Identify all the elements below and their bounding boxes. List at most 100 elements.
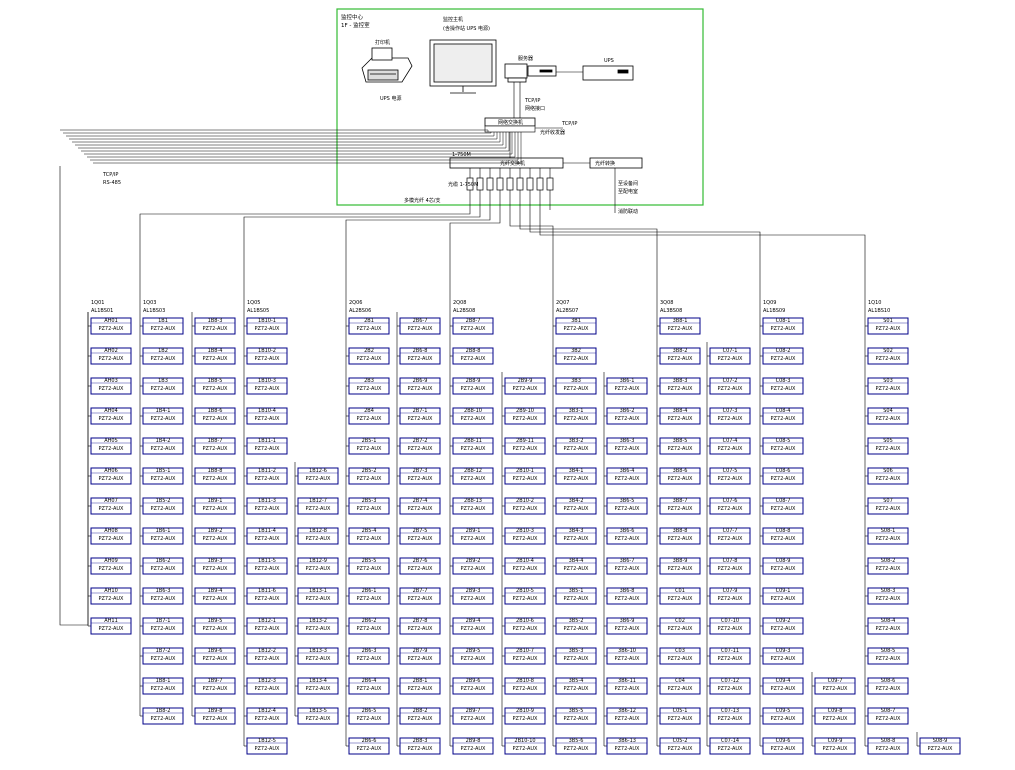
module-id: 2B10-5 — [516, 588, 534, 594]
module-type: PZ72-AUX — [717, 716, 743, 722]
module-box — [399, 707, 441, 725]
module-type: PZ72-AUX — [356, 746, 382, 752]
module-box — [399, 557, 441, 575]
bus-line — [60, 129, 489, 132]
module-type: PZ72-AUX — [356, 476, 382, 482]
module-box — [867, 347, 909, 365]
bus-line — [69, 132, 498, 140]
module-box — [348, 467, 390, 485]
bus-line — [90, 132, 519, 161]
module-box — [867, 497, 909, 515]
module-box — [297, 707, 339, 725]
module-id: 1B5-2 — [156, 498, 171, 504]
control-room-title: 监控中心 — [341, 13, 364, 21]
module-id: 2B9-11 — [516, 438, 534, 444]
module-box — [867, 707, 909, 725]
device-columns: 1Q01AL1BS01AH01PZ72-AUXAH02PZ72-AUXAH03P… — [87, 300, 961, 755]
module-type: PZ72-AUX — [614, 536, 640, 542]
module-id: C09-9 — [828, 738, 843, 744]
switch3-label: 光纤转换 — [595, 160, 615, 167]
module-type: PZ72-AUX — [614, 476, 640, 482]
module-id: C09-5 — [776, 708, 791, 714]
module-type: PZ72-AUX — [254, 386, 280, 392]
module-type: PZ72-AUX — [356, 356, 382, 362]
module-type: PZ72-AUX — [407, 326, 433, 332]
module-box — [659, 407, 701, 425]
module-id: C02 — [675, 618, 685, 624]
module-type: PZ72-AUX — [512, 386, 538, 392]
module-id: 1B12-7 — [309, 498, 327, 504]
module-box — [709, 497, 751, 515]
module-type: PZ72-AUX — [254, 596, 280, 602]
module-type: PZ72-AUX — [563, 416, 589, 422]
module-box — [90, 377, 132, 395]
module-type: PZ72-AUX — [875, 356, 901, 362]
module-box — [606, 737, 648, 755]
module-type: PZ72-AUX — [875, 566, 901, 572]
module-id: S08-3 — [881, 588, 896, 594]
module-id: 2B6-4 — [362, 678, 377, 684]
module-type: PZ72-AUX — [770, 506, 796, 512]
module-box — [399, 437, 441, 455]
module-box — [555, 617, 597, 635]
module-type: PZ72-AUX — [202, 716, 228, 722]
module-box — [452, 677, 494, 695]
module-type: PZ72-AUX — [98, 416, 124, 422]
module-type: PZ72-AUX — [667, 416, 693, 422]
module-id: AH04 — [104, 408, 118, 414]
module-id: 1B12-3 — [258, 678, 276, 684]
module-id: 1B11-3 — [258, 498, 276, 504]
module-id: C03 — [675, 648, 685, 654]
left-bus-label-2: RS-485 — [103, 180, 121, 186]
module-box — [504, 467, 546, 485]
module-id: 2B9-6 — [466, 678, 481, 684]
module-id: 2B10-1 — [516, 468, 534, 474]
module-type: PZ72-AUX — [512, 476, 538, 482]
trunk-line — [139, 210, 471, 312]
module-type: PZ72-AUX — [614, 566, 640, 572]
module-id: 2B8-13 — [464, 498, 482, 504]
module-id: 2B9-2 — [466, 558, 481, 564]
module-type: PZ72-AUX — [717, 626, 743, 632]
trunk-line — [529, 210, 761, 312]
module-id: AH08 — [104, 528, 118, 534]
device-column: C07-1PZ72-AUXC07-2PZ72-AUXC07-3PZ72-AUXC… — [706, 342, 751, 755]
module-box — [246, 347, 288, 365]
module-box — [399, 647, 441, 665]
module-id: 2B10-6 — [516, 618, 534, 624]
server-label: 服务器 — [518, 55, 533, 62]
module-box — [762, 497, 804, 515]
module-type: PZ72-AUX — [460, 716, 486, 722]
module-box — [142, 587, 184, 605]
trunk-line — [519, 210, 658, 312]
module-id: 1B9-3 — [208, 558, 223, 564]
module-id: 3B2 — [571, 348, 581, 354]
